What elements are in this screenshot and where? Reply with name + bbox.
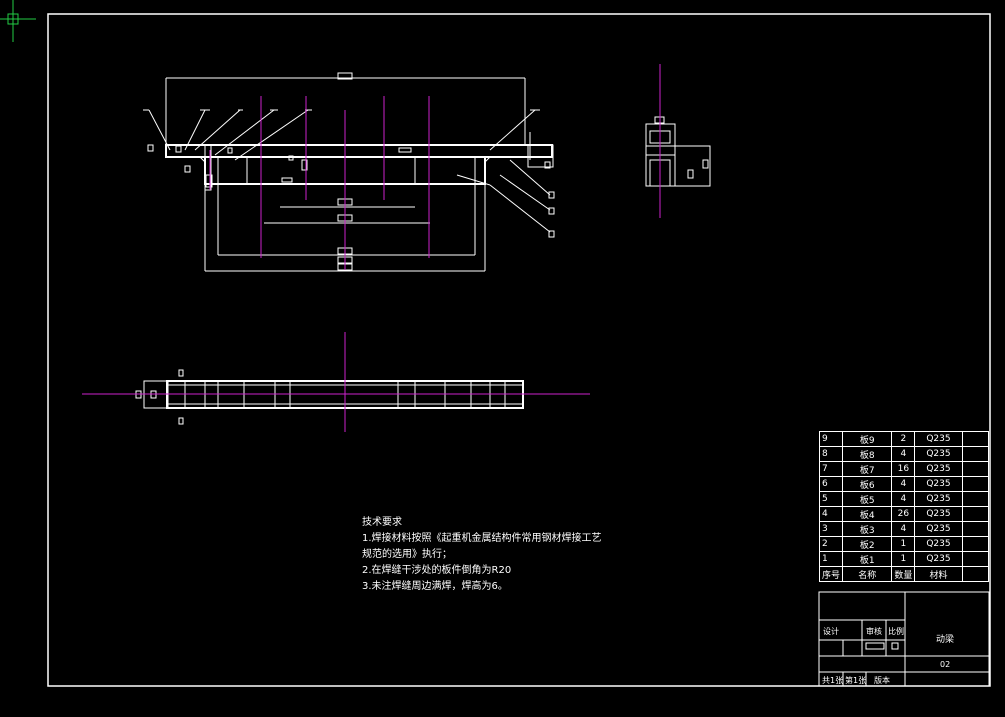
- bom-no: 4: [818, 506, 844, 522]
- bom-no: 7: [818, 461, 844, 477]
- bom-qty: 1: [891, 551, 916, 567]
- bom-no: 8: [818, 446, 844, 462]
- tech-notes-title: 技术要求: [362, 517, 402, 528]
- tech-note-line: 2.在焊缝干涉处的板件倒角为R20: [362, 565, 512, 576]
- bom-no: 9: [818, 431, 844, 447]
- bom-material: Q235: [914, 536, 963, 552]
- bom-header-row: 序号名称数量材料: [818, 566, 990, 582]
- technical-requirements: 技术要求 1.焊接材料按照《起重机金属结构件常用钢材焊接工艺 规范的选用》执行；…: [362, 515, 602, 595]
- ratio-label: 比例: [888, 627, 904, 636]
- bom-material: Q235: [914, 506, 963, 522]
- side-view: [645, 116, 711, 187]
- bom-name: 板4: [842, 506, 893, 522]
- bom-material: Q235: [914, 476, 963, 492]
- bom-material: Q235: [914, 521, 963, 537]
- drawing-name: 动梁: [936, 635, 955, 645]
- drawing-border: [47, 13, 991, 687]
- tech-note-line: 1.焊接材料按照《起重机金属结构件常用钢材焊接工艺: [362, 533, 602, 544]
- bom-name: 板3: [842, 521, 893, 537]
- title-block: [818, 591, 990, 687]
- top-view: [135, 369, 524, 425]
- bom-qty: 2: [891, 431, 916, 447]
- drawing-code: 02: [940, 660, 951, 669]
- bom-qty: 4: [891, 446, 916, 462]
- sheet-total: 共1张: [822, 676, 844, 685]
- bom-name: 板9: [842, 431, 893, 447]
- bom-name: 板7: [842, 461, 893, 477]
- designer-label: 设计: [823, 627, 839, 636]
- bom-name: 板6: [842, 476, 893, 492]
- bom-material: Q235: [914, 446, 963, 462]
- bom-qty: 1: [891, 536, 916, 552]
- bom-material: Q235: [914, 431, 963, 447]
- bom-material: Q235: [914, 551, 963, 567]
- bom-qty: 4: [891, 476, 916, 492]
- sheet-number: 第1张: [845, 676, 867, 685]
- bom-qty: 26: [891, 506, 916, 522]
- bom-name: 板1: [842, 551, 893, 567]
- crosshair-cursor: [0, 0, 36, 42]
- front-view: [143, 72, 555, 272]
- bom-no: 6: [818, 476, 844, 492]
- bom-name: 板8: [842, 446, 893, 462]
- bom-header-no: 序号: [818, 566, 844, 582]
- version-label: 版本: [874, 676, 890, 685]
- bom-no: 1: [818, 551, 844, 567]
- front-view-centerlines: [209, 96, 430, 270]
- tech-note-line: 规范的选用》执行；: [362, 549, 452, 560]
- bom-qty: 4: [891, 491, 916, 507]
- bom-no: 5: [818, 491, 844, 507]
- bom-no: 2: [818, 536, 844, 552]
- bom-qty: 16: [891, 461, 916, 477]
- tech-note-line: 3.未注焊缝周边满焊，焊高为6。: [362, 581, 508, 592]
- top-view-centerlines: [82, 332, 590, 432]
- bom-name: 板2: [842, 536, 893, 552]
- bom-header-material: 材料: [914, 566, 963, 582]
- bom-no: 3: [818, 521, 844, 537]
- checker-label: 审核: [866, 627, 882, 636]
- bom-qty: 4: [891, 521, 916, 537]
- bom-header-name: 名称: [842, 566, 893, 582]
- bom-material: Q235: [914, 491, 963, 507]
- bom-header-qty: 数量: [891, 566, 916, 582]
- bom-material: Q235: [914, 461, 963, 477]
- bom-name: 板5: [842, 491, 893, 507]
